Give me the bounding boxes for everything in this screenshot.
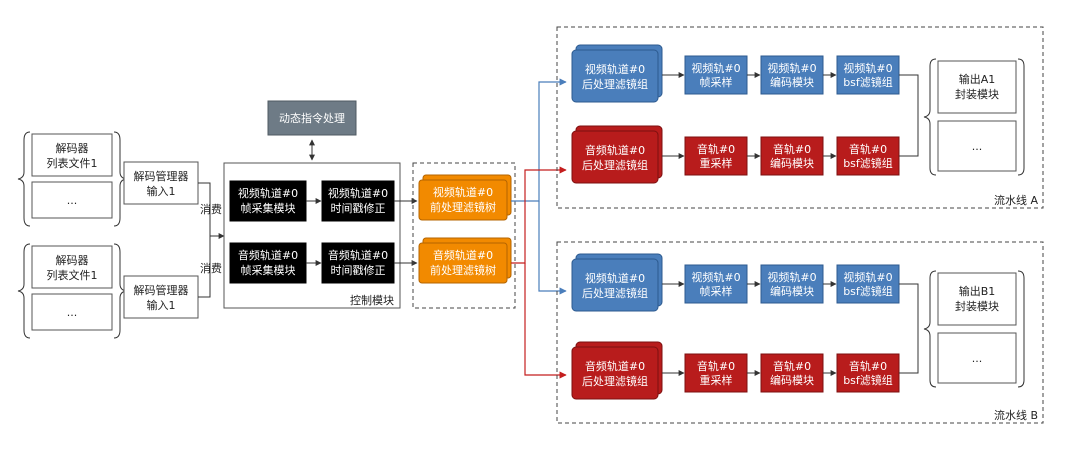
control-module-label: 控制模块	[350, 293, 394, 307]
b-audio-bsf-line2: bsf滤镜组	[843, 373, 893, 387]
a-video-post-line1: 视频轨道#0	[585, 62, 645, 76]
a-video-post-line2: 后处理滤镜组	[582, 77, 648, 91]
audio-ts-line1: 音频轨道#0	[328, 248, 388, 262]
b-video-post-line2: 后处理滤镜组	[582, 286, 648, 300]
b-output-line2: 封装模块	[955, 299, 999, 313]
b-audio-encode-line2: 编码模块	[770, 373, 814, 387]
a-audio-post-line2: 后处理滤镜组	[582, 158, 648, 172]
decoder-list-2-title-line1: 解码器	[56, 253, 89, 267]
a-video-resample-line2: 帧采样	[700, 75, 733, 89]
consume-label-1: 消费	[200, 202, 222, 216]
a-video-bsf-line1: 视频轨#0	[843, 61, 892, 75]
pipeline-a-label: 流水线 A	[994, 193, 1038, 207]
b-audio-bsf-line1: 音轨#0	[849, 359, 887, 373]
a-audio-bsf-line2: bsf滤镜组	[843, 156, 893, 170]
dynamic-command-box: 动态指令处理	[267, 100, 357, 136]
decoder-manager-1-line2: 输入1	[147, 184, 176, 198]
b-video-bsf-line2: bsf滤镜组	[843, 284, 893, 298]
pipeline-b-label: 流水线 B	[994, 408, 1038, 422]
video-capture-line1: 视频轨道#0	[238, 186, 298, 200]
a-audio-bsf-line1: 音轨#0	[849, 142, 887, 156]
b-output-item: ...	[972, 352, 983, 365]
b-output-line1: 输出B1	[959, 284, 996, 298]
dynamic-command-label: 动态指令处理	[279, 111, 345, 125]
audio-capture-line2: 帧采集模块	[241, 263, 296, 277]
pipeline-b: 流水线 B 视频轨道#0 后处理滤镜组 视频轨#0 帧采样 视频轨#0 编码模块…	[556, 241, 1044, 424]
consume-label-2: 消费	[200, 261, 222, 275]
audio-capture-line1: 音频轨道#0	[238, 248, 298, 262]
pipeline-a: 流水线 A 视频轨道#0 后处理滤镜组 视频轨#0 帧采样 视频轨#0 编码模块…	[556, 26, 1044, 209]
b-video-encode-line2: 编码模块	[770, 284, 814, 298]
a-video-encode-line1: 视频轨#0	[767, 61, 816, 75]
decoder-list-1-title-line1: 解码器	[56, 141, 89, 155]
b-video-encode-line1: 视频轨#0	[767, 270, 816, 284]
pre-filter-group: 视频轨道#0 前处理滤镜树 音频轨道#0 前处理滤镜树	[412, 162, 516, 309]
decoder-manager-1: 解码管理器 输入1	[123, 161, 199, 205]
a-audio-encode-line2: 编码模块	[770, 156, 814, 170]
b-video-post-line1: 视频轨道#0	[585, 271, 645, 285]
a-audio-resample-line1: 音轨#0	[697, 142, 735, 156]
decoder-list-1-title-line2: 列表文件1	[47, 156, 98, 170]
audio-ts-line2: 时间戳修正	[331, 263, 386, 277]
b-audio-resample-line2: 重采样	[700, 373, 733, 387]
b-audio-resample-line1: 音轨#0	[697, 359, 735, 373]
a-video-resample-line1: 视频轨#0	[691, 61, 740, 75]
decoder-manager-2: 解码管理器 输入1	[123, 275, 199, 319]
pre-filter-audio-line1: 音频轨道#0	[433, 248, 493, 262]
a-video-encode-line2: 编码模块	[770, 75, 814, 89]
pre-filter-audio-line2: 前处理滤镜树	[430, 263, 496, 277]
pre-filter-video-line2: 前处理滤镜树	[430, 200, 496, 214]
b-video-resample-line2: 帧采样	[700, 284, 733, 298]
decoder-list-2: 解码器 列表文件1 ...	[17, 243, 127, 339]
video-ts-line1: 视频轨道#0	[328, 186, 388, 200]
a-video-bsf-line2: bsf滤镜组	[843, 75, 893, 89]
b-audio-post-line1: 音频轨道#0	[585, 359, 645, 373]
decoder-list-1-item: ...	[67, 194, 78, 207]
decoder-list-2-title-line2: 列表文件1	[47, 268, 98, 282]
decoder-manager-1-line1: 解码管理器	[134, 169, 189, 183]
pre-filter-video-line1: 视频轨道#0	[433, 185, 493, 199]
b-audio-post-line2: 后处理滤镜组	[582, 374, 648, 388]
b-video-resample-line1: 视频轨#0	[691, 270, 740, 284]
a-audio-resample-line2: 重采样	[700, 156, 733, 170]
control-module: 控制模块 视频轨道#0 帧采集模块 视频轨道#0 时间戳修正 音频轨道#0 帧采…	[223, 162, 401, 309]
a-output-line2: 封装模块	[955, 87, 999, 101]
a-output-item: ...	[972, 140, 983, 153]
decoder-list-1: 解码器 列表文件1 ...	[17, 131, 127, 227]
video-ts-line2: 时间戳修正	[331, 201, 386, 215]
b-video-bsf-line1: 视频轨#0	[843, 270, 892, 284]
pre-filter-routing	[511, 78, 567, 379]
video-capture-line2: 帧采集模块	[241, 201, 296, 215]
a-audio-encode-line1: 音轨#0	[773, 142, 811, 156]
b-audio-encode-line1: 音轨#0	[773, 359, 811, 373]
decoder-list-2-item: ...	[67, 306, 78, 319]
decoder-manager-2-line2: 输入1	[147, 298, 176, 312]
decoder-manager-2-line1: 解码管理器	[134, 283, 189, 297]
a-output-line1: 输出A1	[959, 72, 996, 86]
consume-connectors: 消费 消费	[198, 182, 225, 298]
a-audio-post-line1: 音频轨道#0	[585, 143, 645, 157]
